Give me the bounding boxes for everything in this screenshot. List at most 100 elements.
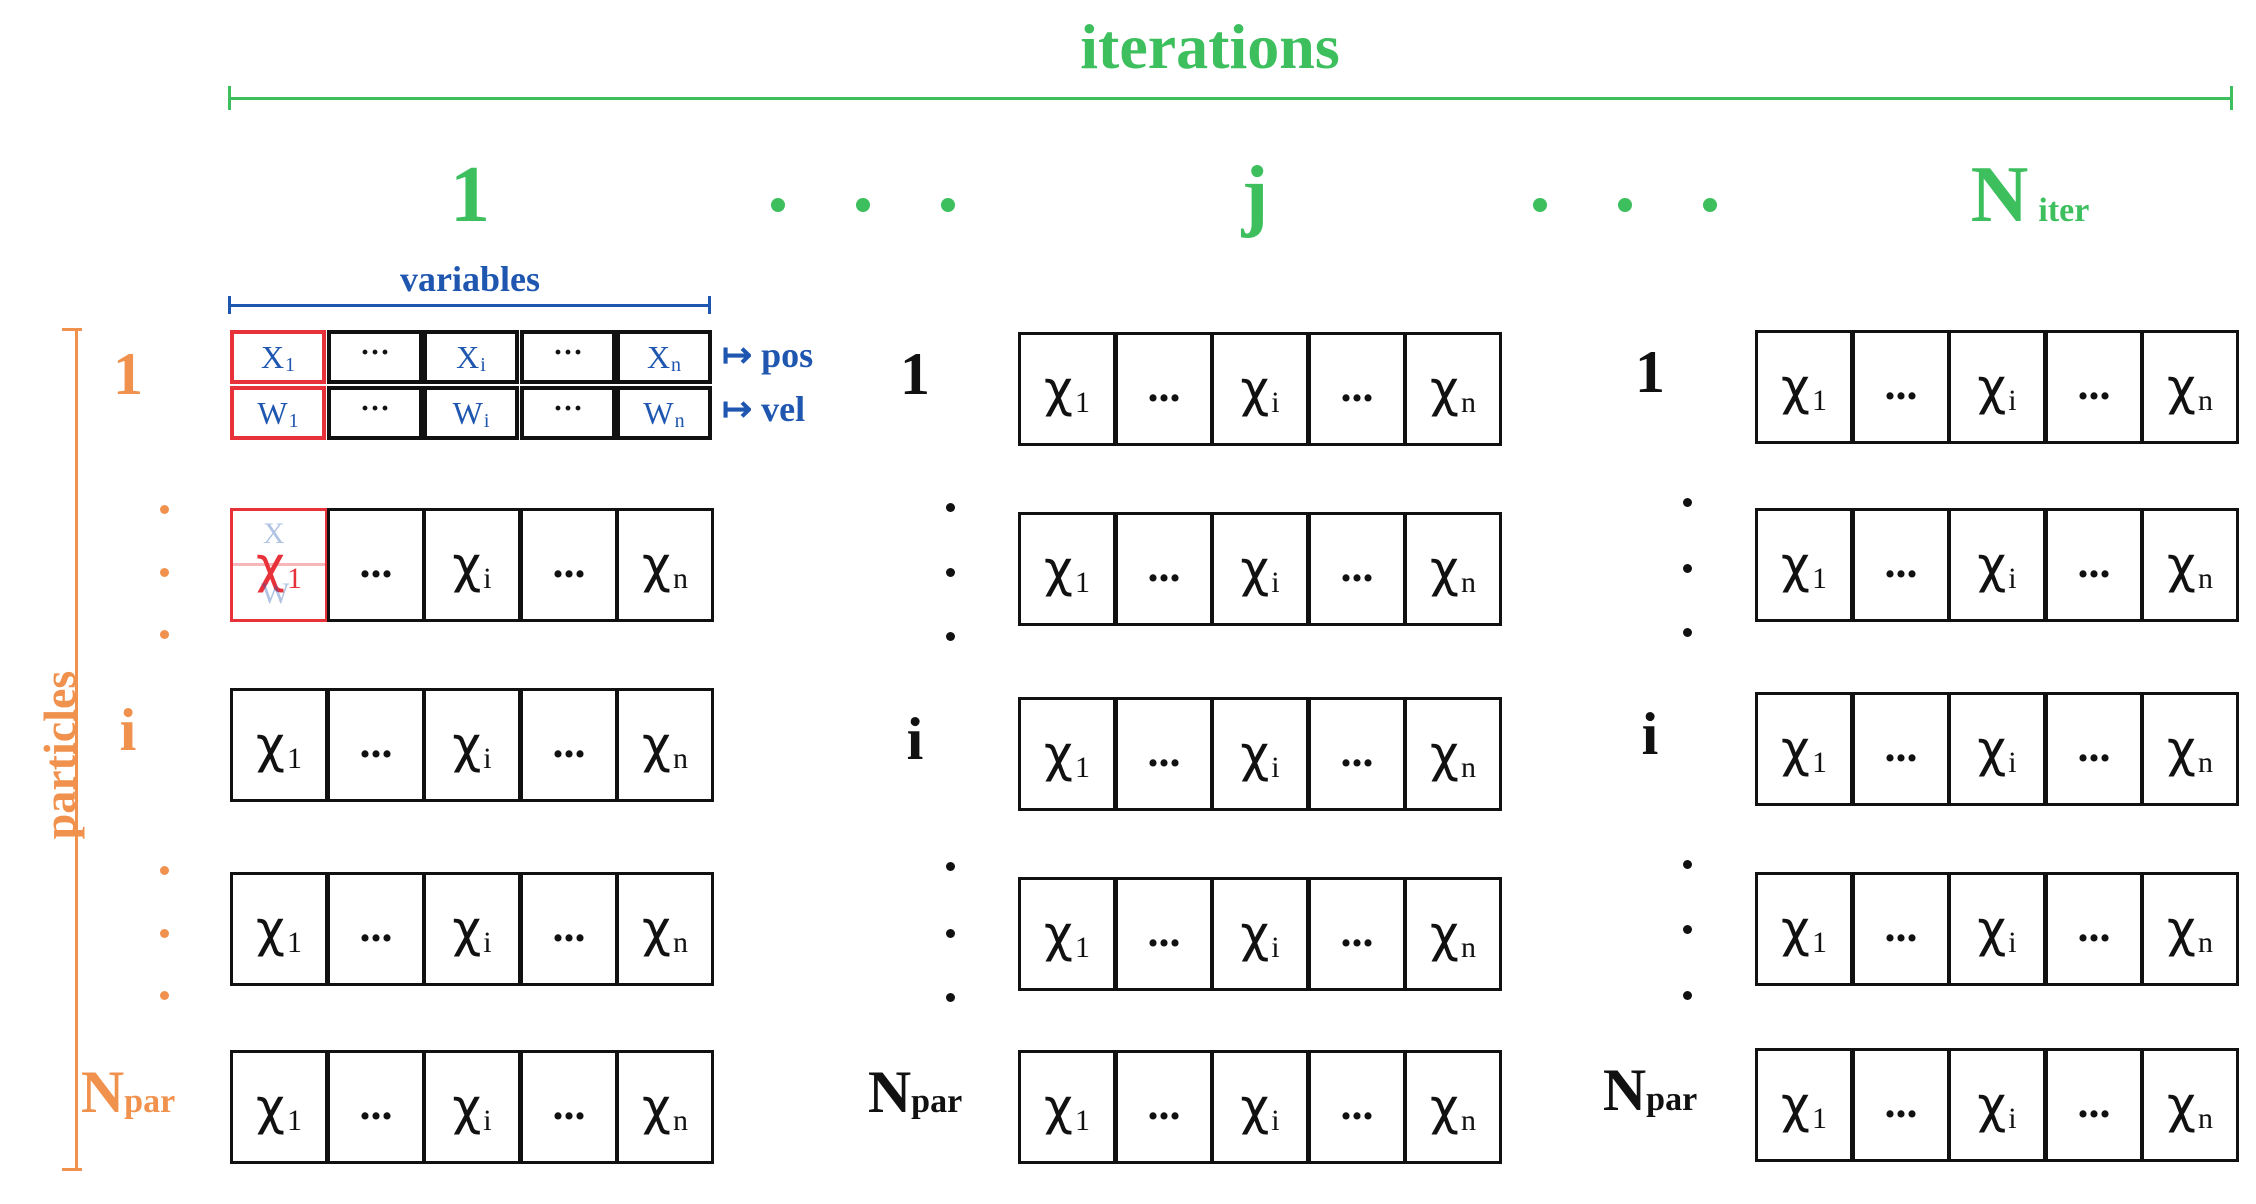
particles-axis-tick-bottom [62,1168,82,1171]
variable-subscript: 1 [1074,386,1090,419]
variable-symbol: χ [2167,358,2196,416]
iteration-header-first: 1 [370,150,570,241]
variable-subscript: i [483,409,490,432]
variable-subscript: 1 [286,926,302,959]
particle-row-label-sub: par [911,1083,963,1120]
variable-subscript: 1 [1074,931,1090,964]
ellipsis-cell: ... [1308,697,1406,811]
ghost-velocity-symbol: W [261,577,289,611]
particle-ellipsis-dot [160,568,169,577]
ellipsis-cell: ... [1308,877,1406,991]
particle-row-label-main: i [119,697,137,763]
particle-ellipsis-dot [946,503,955,512]
ellipsis-cell: ... [520,688,618,802]
variable-subscript: i [483,562,492,595]
ellipsis-text: ··· [552,392,583,425]
ellipsis-cell: ... [327,872,425,986]
ellipsis-text: ... [1340,906,1374,956]
iterations-title: iterations [1080,11,1340,82]
iterations-axis-line [228,97,2233,100]
ellipsis-text: ... [1884,359,1918,409]
particle-ellipsis-dot [1683,991,1692,1000]
variable-symbol: χ [256,536,285,594]
variable-subscript: i [483,742,492,775]
particle-row-label: i [63,696,193,765]
variable-symbol: χ [642,900,671,958]
iterations-axis-tick-right [2230,86,2233,110]
variable-subscript: i [2008,1102,2017,1135]
iteration-ellipsis-dot [1618,198,1632,212]
ellipsis-cell: ... [1308,512,1406,626]
particle-row-label-main: i [906,706,924,772]
variable-subscript: 1 [1811,1102,1827,1135]
iteration-ellipsis-dot [941,198,955,212]
iteration-ellipsis-dot [1533,198,1547,212]
particle-row-label-main: 1 [113,341,143,407]
variable-symbol: χ [256,900,285,958]
variable-subscript: n [671,353,682,376]
ellipsis-text: ... [552,1079,586,1129]
particle-row-label-main: N [1602,1057,1647,1123]
ellipsis-cell: ... [2045,1048,2143,1162]
ellipsis-text: ... [359,901,393,951]
variable-symbol: χ [1977,536,2007,594]
ellipsis-cell: ... [520,872,618,986]
particle-ellipsis-dot [1683,498,1692,507]
variable-subscript: n [674,409,685,432]
variable-symbol: χ [1781,900,1810,958]
pos-label: ↦ pos [722,335,814,375]
variable-symbol: χ [1430,1078,1459,1136]
ellipsis-cell: ... [2045,692,2143,806]
variable-symbol: χ [1240,360,1270,418]
variable-symbol: χ [1240,1078,1270,1136]
variable-subscript: n [2197,384,2213,417]
variable-subscript: 1 [285,353,296,376]
ghost-position-symbol: X [263,517,285,551]
variable-subscript: n [672,926,688,959]
ellipsis-cell: ... [1852,692,1950,806]
variable-symbol: X [260,338,285,375]
ellipsis-cell: ... [327,508,425,622]
variable-subscript: 1 [1074,751,1090,784]
ghost-symbol: W [261,577,290,610]
variable-symbol: χ [452,536,482,594]
variable-symbol: χ [1044,905,1073,963]
particle-ellipsis-dot [160,866,169,875]
variable-symbol: χ [1044,725,1073,783]
ellipsis-cell: ... [520,508,618,622]
ellipsis-cell: ... [1115,332,1213,446]
particle-ellipsis-dot [946,993,955,1002]
variables-bracket-line [228,304,711,307]
particle-ellipsis-dot [1683,564,1692,573]
ellipsis-text: ... [1147,541,1181,591]
variable-subscript: n [2197,562,2213,595]
variable-subscript: i [483,926,492,959]
ellipsis-text: ··· [359,392,390,425]
ghost-divider [233,563,325,566]
variable-subscript: 1 [286,562,302,595]
ellipsis-cell: ... [1852,1048,1950,1162]
variable-symbol: χ [452,900,482,958]
iteration-header-j: j [1155,150,1355,241]
ellipsis-text: ... [359,1079,393,1129]
ellipsis-cell: ··· [520,386,616,440]
ellipsis-text: ... [1884,901,1918,951]
particle-ellipsis-dot [946,568,955,577]
particle-row-label: 1 [850,340,980,409]
ellipsis-text: ... [1147,361,1181,411]
variable-symbol: χ [1240,905,1270,963]
particle-ellipsis-dot [160,991,169,1000]
